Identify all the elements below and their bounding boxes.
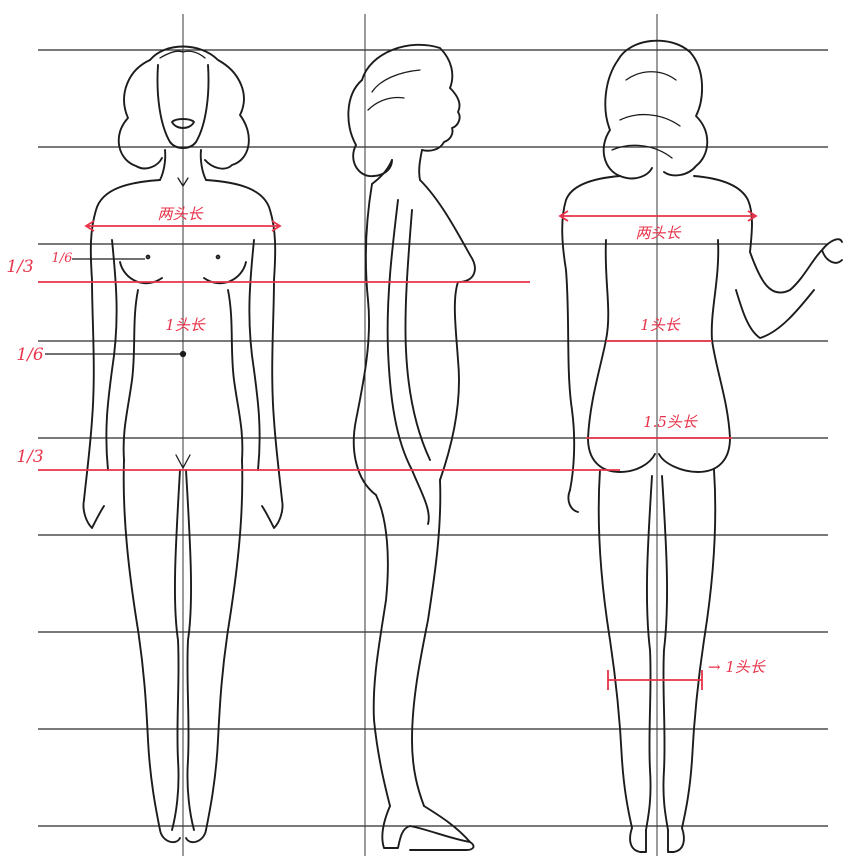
back-shoulder-label: 两头长 (635, 224, 681, 242)
back-waist-label: 1头长 (640, 316, 681, 334)
front-waist-label: 1头长 (165, 316, 206, 334)
annotations: 两头长 1/3 1/6 1头长 1/6 1/3 两头长 1头长 1.5头长 → … (6, 205, 766, 690)
back-figure (562, 41, 842, 852)
hip-fraction-label: 1/3 (16, 447, 43, 467)
navel-fraction-label: 1/6 (16, 345, 44, 365)
calf-label: → 1头长 (708, 658, 766, 676)
bust-small-fraction-label: 1/6 (52, 251, 73, 266)
bust-fraction-label: 1/3 (6, 257, 33, 277)
front-shoulder-label: 两头长 (157, 205, 203, 223)
back-hip-label: 1.5头长 (643, 413, 698, 431)
